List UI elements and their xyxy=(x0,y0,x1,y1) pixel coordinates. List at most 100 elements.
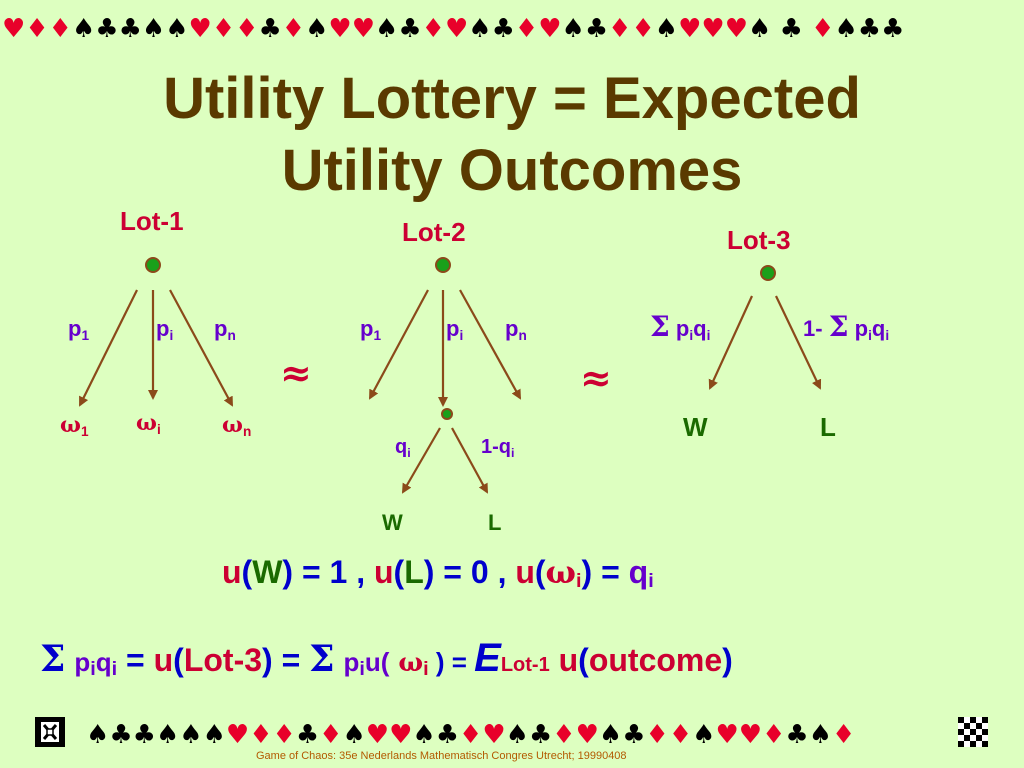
suit-symbol: ♦ xyxy=(48,14,72,44)
suit-symbol: ♣ xyxy=(779,14,803,44)
suit-symbol: ♠ xyxy=(141,14,166,44)
suit-symbol: ♠ xyxy=(202,720,226,750)
suit-symbol: ♣ xyxy=(785,720,809,750)
suit-symbol: ♠ xyxy=(179,720,203,750)
lot2-outcome-w: W xyxy=(382,510,403,535)
suit-symbol: ♥ xyxy=(715,720,739,750)
lot1-branch-n xyxy=(169,289,233,407)
lot3-prob-right: 1- Σ piqi xyxy=(803,310,890,343)
lot2-subprob-1-q: 1-qi xyxy=(481,436,515,460)
lot3-branch-l xyxy=(775,295,822,390)
lot3-prob-left: Σ piqi xyxy=(650,310,711,343)
suit-symbol: ♣ xyxy=(435,720,459,750)
suit-symbol: ♣ xyxy=(857,14,882,44)
lot3-label: Lot-3 xyxy=(727,225,791,255)
suit-border-bottom: ♠♣♣♠♠♠♥♦♦♣♦♠♥♥♠♣♦♥♠♣♦♥♠♣♦♦♠♥♥♦♣♠♦ xyxy=(86,720,855,750)
approx-sign-2: ≈ xyxy=(580,355,612,400)
lot2-prob-n: pn xyxy=(505,316,527,343)
suit-symbol: ♥ xyxy=(389,720,413,750)
suit-symbol: ♦ xyxy=(272,720,296,750)
suit-symbol: ♠ xyxy=(598,720,623,750)
lot3-outcome-w: W xyxy=(683,412,708,442)
slide-title-line-1: Utility Lottery = Expected xyxy=(163,66,861,131)
slide-title-line-2: Utility Outcomes xyxy=(281,138,743,203)
suit-symbol: ♣ xyxy=(132,720,156,750)
suit-symbol: ♦ xyxy=(631,14,655,44)
suit-symbol: ♥ xyxy=(575,720,599,750)
footer-credit: Game of Chaos: 35e Nederlands Mathematis… xyxy=(256,750,627,762)
suit-symbol: ♦ xyxy=(645,720,669,750)
lot3-root-node xyxy=(760,265,776,281)
suit-symbol: ♥ xyxy=(701,14,725,44)
lot2-branch-n xyxy=(459,289,521,400)
suit-symbol: ♥ xyxy=(678,14,702,44)
suit-symbol: ♥ xyxy=(188,14,212,44)
suit-symbol: ♥ xyxy=(724,14,748,44)
suit-symbol: ♣ xyxy=(881,14,905,44)
suit-symbol: ♦ xyxy=(249,720,273,750)
lot2-prob-1: p1 xyxy=(360,316,382,343)
suit-symbol: ♣ xyxy=(491,14,515,44)
suit-symbol: ♦ xyxy=(281,14,306,44)
suit-symbol: ♠ xyxy=(834,14,858,44)
suit-symbol: ♦ xyxy=(552,720,576,750)
suit-symbol: ♠ xyxy=(375,14,399,44)
suit-symbol: ♥ xyxy=(538,14,562,44)
suit-symbol: ♦ xyxy=(319,720,343,750)
suit-symbol: ♥ xyxy=(482,720,506,750)
suit-symbol: ♣ xyxy=(109,720,133,750)
suit-symbol: ♠ xyxy=(808,720,832,750)
suit-symbol: ♠ xyxy=(155,720,180,750)
suit-symbol: ♠ xyxy=(305,14,329,44)
lot1-outcome-i: ωi xyxy=(136,410,161,437)
lot1-outcome-1: ω1 xyxy=(60,412,89,439)
lot2-prob-i: pi xyxy=(446,316,464,343)
lot1-branch-1 xyxy=(79,289,138,407)
suit-symbol: ♥ xyxy=(2,14,26,44)
suit-symbol: ♣ xyxy=(118,14,142,44)
suit-border-top: ♥♦♦♠♣♣♠♠♥♦♦♣♦♠♥♥♠♣♦♥♠♣♦♥♠♣♦♦♠♥♥♥♠ ♣ ♦♠♣♣ xyxy=(2,14,904,44)
suit-symbol: ♣ xyxy=(584,14,609,44)
suit-symbol: ♠ xyxy=(412,720,436,750)
suit-symbol: ♦ xyxy=(459,720,483,750)
lot2-sub-branch-l xyxy=(451,427,488,494)
suit-symbol: ♠ xyxy=(748,14,772,44)
approx-sign-1: ≈ xyxy=(280,350,312,395)
suit-symbol: ♣ xyxy=(95,14,119,44)
suit-symbol: ♣ xyxy=(258,14,282,44)
lot1-label: Lot-1 xyxy=(120,206,184,236)
lot2-branch-1 xyxy=(369,289,429,400)
lot1-prob-1: p1 xyxy=(68,316,90,343)
lot2-root-node xyxy=(435,257,451,273)
suit-symbol: ♠ xyxy=(342,720,366,750)
suit-symbol: ♥ xyxy=(444,14,469,44)
suit-symbol: ♦ xyxy=(25,14,49,44)
suit-symbol: ♦ xyxy=(762,720,786,750)
suit-symbol: ♠ xyxy=(86,720,110,750)
suit-symbol: ♦ xyxy=(832,720,856,750)
lot3-outcome-l: L xyxy=(820,412,836,442)
suit-symbol: ♥ xyxy=(365,720,390,750)
lot1-prob-i: pi xyxy=(156,316,174,343)
lot2-sub-branch-w xyxy=(401,427,441,494)
suit-symbol: ♣ xyxy=(622,720,646,750)
suit-symbol: ♥ xyxy=(351,14,375,44)
suit-symbol: ♣ xyxy=(398,14,422,44)
lot2-chance-node xyxy=(441,408,453,420)
lot1-root-node xyxy=(145,257,161,273)
utility-normalization-equation: u(W) = 1 , u(L) = 0 , u(ωi) = qi xyxy=(222,553,654,592)
suit-symbol: ♥ xyxy=(225,720,250,750)
suit-symbol: ♦ xyxy=(235,14,259,44)
suit-symbol: ♦ xyxy=(514,14,539,44)
suit-symbol: ♠ xyxy=(561,14,585,44)
suit-symbol: ♠ xyxy=(71,14,96,44)
suit-symbol: ♦ xyxy=(421,14,445,44)
chaos-logo-icon xyxy=(958,717,988,747)
suit-symbol: ♣ xyxy=(528,720,553,750)
suit-symbol: ♠ xyxy=(468,14,492,44)
suit-symbol: ♠ xyxy=(165,14,189,44)
expected-utility-equation: Σ piqi = u(Lot-3) = Σ piu( ωi ) = ELot-1… xyxy=(40,636,733,680)
suit-symbol: ♦ xyxy=(211,14,236,44)
suit-symbol: ♦ xyxy=(811,14,835,44)
